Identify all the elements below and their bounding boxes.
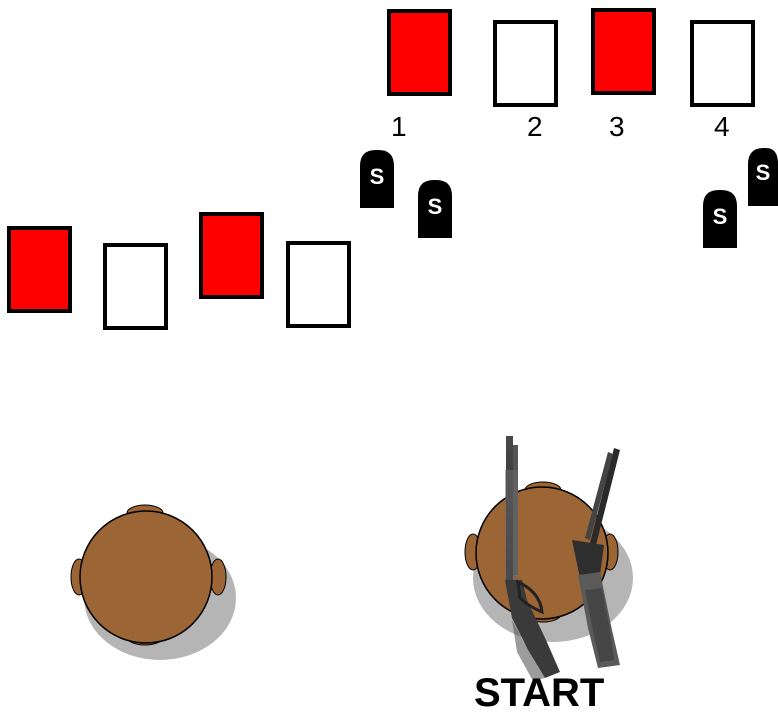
paper-target-left-3	[199, 212, 264, 299]
paper-target-left-1	[7, 226, 72, 313]
paper-target-3	[591, 8, 656, 95]
popper-letter: S	[428, 194, 443, 219]
popper-letter: S	[370, 164, 385, 189]
steel-popper-2: S	[418, 180, 452, 238]
table-left	[70, 504, 236, 660]
steel-popper-4: S	[748, 148, 778, 206]
start-label: START	[474, 671, 605, 715]
target-number-1: 1	[391, 111, 407, 142]
shotgun-icon	[572, 448, 620, 668]
popper-letter: S	[756, 160, 771, 185]
popper-letter: S	[713, 204, 728, 229]
paper-target-left-2	[103, 243, 168, 330]
paper-target-2	[493, 20, 558, 107]
target-number-4: 4	[714, 111, 730, 142]
rifle-icon	[505, 436, 560, 681]
paper-target-left-4	[286, 241, 351, 328]
paper-target-1	[387, 9, 452, 96]
target-number-3: 3	[609, 111, 625, 142]
target-number-2: 2	[527, 111, 543, 142]
paper-target-4	[690, 20, 755, 107]
steel-popper-3: S	[703, 190, 737, 248]
steel-popper-1: S	[360, 150, 394, 208]
